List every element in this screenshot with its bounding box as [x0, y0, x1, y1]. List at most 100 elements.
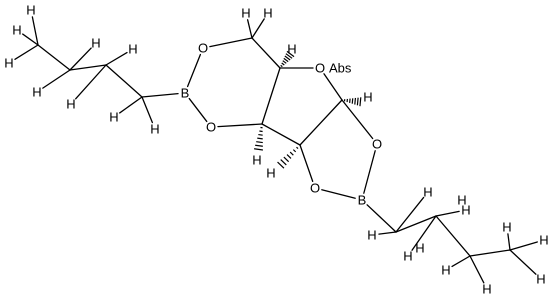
c-h-bond — [42, 69, 71, 89]
svg-text:O: O — [198, 41, 208, 56]
atom-label-layer: O B O O Abs O O B H H H H H H H H H H — [4, 3, 548, 296]
ring-bond — [299, 99, 343, 146]
c-h-bond — [435, 210, 460, 217]
bond-layer — [14, 16, 538, 284]
svg-text:H: H — [252, 153, 261, 168]
ring-bond — [188, 97, 208, 123]
ring-bond — [261, 123, 301, 146]
atom-b-left: B — [181, 86, 190, 101]
chain-bond — [105, 64, 143, 98]
svg-text:H: H — [423, 185, 432, 200]
svg-text:H: H — [12, 23, 21, 38]
ring-bond — [251, 37, 281, 69]
c-h-bond — [69, 47, 92, 71]
c-h-bond — [75, 64, 107, 100]
chain-bond — [435, 215, 471, 257]
hydrogen-label: H — [287, 42, 296, 57]
hydrogen-label: H — [66, 97, 75, 112]
svg-text:H: H — [461, 203, 470, 218]
chain-bond — [395, 215, 437, 233]
hydrogen-label: H — [441, 263, 450, 278]
c-h-bond — [31, 16, 39, 46]
c-h-bond — [509, 241, 538, 251]
svg-text:O: O — [315, 61, 325, 76]
hydrogen-label: H — [415, 241, 424, 256]
svg-text:H: H — [536, 272, 545, 287]
chain-bond — [366, 204, 397, 233]
c-h-bond — [141, 96, 154, 124]
svg-text:H: H — [241, 6, 250, 21]
ring-bond — [261, 67, 281, 125]
hydrogen-label: H — [91, 36, 100, 51]
c-h-bond — [469, 255, 485, 284]
svg-text:O: O — [310, 181, 320, 196]
hydrogen-label: H — [457, 193, 466, 208]
stereo-bond-layer — [254, 50, 362, 169]
svg-text:H: H — [26, 3, 35, 18]
svg-text:H: H — [287, 42, 296, 57]
hydrogen-label: H — [266, 166, 275, 181]
c-h-bond — [251, 18, 265, 39]
hashed-wedge-bond — [280, 50, 295, 68]
stereo-annotation-abs: Abs — [329, 61, 352, 76]
atom-o-dioxaborolane-bottom: O — [310, 181, 320, 196]
hydrogen-label: H — [263, 6, 272, 21]
ring-bond — [299, 144, 314, 183]
chain-bond — [69, 64, 107, 71]
svg-text:O: O — [372, 137, 382, 152]
hydrogen-label: H — [367, 228, 376, 243]
svg-text:H: H — [415, 241, 424, 256]
svg-text:H: H — [367, 228, 376, 243]
svg-text:O: O — [206, 120, 216, 135]
svg-text:H: H — [91, 36, 100, 51]
chain-bond — [141, 92, 179, 98]
chain-bond — [37, 44, 71, 71]
hydrogen-label: H — [363, 90, 372, 105]
c-h-bond — [507, 233, 511, 251]
c-h-bond — [119, 96, 143, 114]
hydrogen-label: H — [539, 233, 548, 248]
hydrogen-label: H — [461, 203, 470, 218]
svg-text:H: H — [263, 6, 272, 21]
ring-bond — [321, 189, 356, 199]
atom-o-furanose: O — [315, 61, 325, 76]
hydrogen-label: H — [536, 272, 545, 287]
svg-text:H: H — [457, 193, 466, 208]
atom-o-dioxaborolane-top: O — [372, 137, 382, 152]
svg-text:H: H — [502, 220, 511, 235]
atom-o-ring-bottom: O — [206, 120, 216, 135]
hydrogen-label: H — [150, 122, 159, 137]
svg-text:H: H — [4, 56, 13, 71]
chain-bond — [469, 249, 511, 257]
svg-text:H: H — [441, 263, 450, 278]
c-h-bond — [509, 249, 537, 275]
svg-text:H: H — [403, 249, 412, 264]
svg-text:H: H — [66, 97, 75, 112]
hashed-wedge-bond — [343, 97, 362, 107]
hydrogen-label: H — [26, 3, 35, 18]
ring-bond — [341, 99, 374, 140]
c-h-bond — [105, 51, 128, 66]
hydrogen-label: H — [241, 6, 250, 21]
svg-text:H: H — [363, 90, 372, 105]
hydrogen-label: H — [482, 282, 491, 296]
ring-bond — [186, 53, 202, 88]
svg-text:B: B — [358, 193, 367, 208]
ring-bond — [323, 73, 343, 101]
svg-text:H: H — [539, 233, 548, 248]
svg-text:Abs: Abs — [329, 61, 352, 76]
svg-text:H: H — [266, 166, 275, 181]
hydrogen-label: H — [502, 220, 511, 235]
hydrogen-label: H — [403, 249, 412, 264]
ring-bond — [363, 150, 376, 194]
hydrogen-label: H — [32, 85, 41, 100]
c-h-bond — [14, 44, 39, 60]
svg-text:B: B — [181, 86, 190, 101]
ring-bond — [217, 123, 263, 128]
c-h-bond — [395, 196, 425, 233]
c-h-bond — [378, 231, 397, 235]
hydrogen-label: H — [4, 56, 13, 71]
atom-o-ring-top: O — [198, 41, 208, 56]
